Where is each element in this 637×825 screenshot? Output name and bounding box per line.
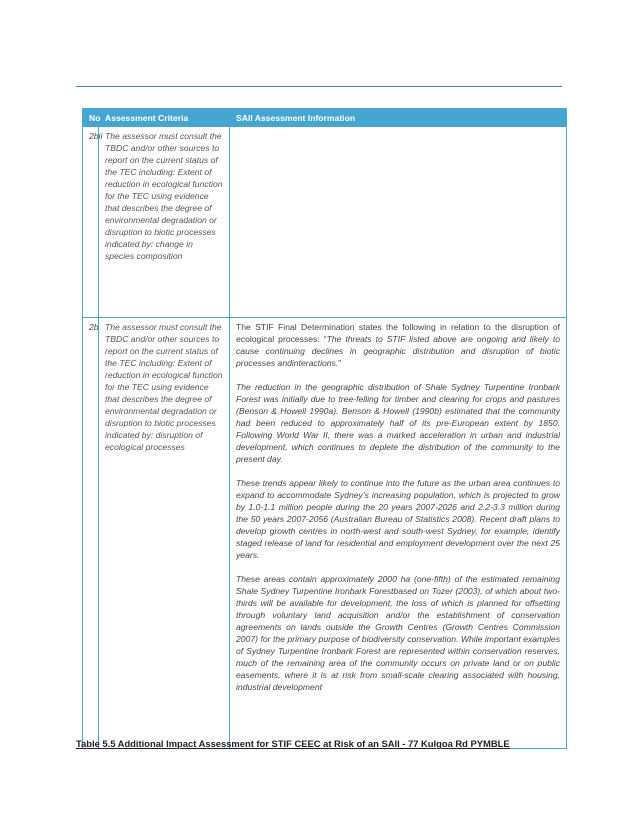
info-paragraph: These trends appear likely to continue i…: [236, 478, 560, 560]
quote-text: The threats to STIF listed above are ong…: [236, 334, 560, 368]
header-criteria: Assessment Criteria: [98, 108, 230, 127]
row-number: 2bii: [82, 126, 102, 318]
info-paragraph: These areas contain approximately 2000 h…: [236, 574, 560, 692]
intro-text: The STIF Final Determination states the …: [236, 322, 560, 344]
header-no: No: [82, 108, 100, 127]
criteria-cell: The assessor must consult the TBDC and/o…: [98, 126, 230, 318]
table-caption: Table 5.5 Additional Impact Assessment f…: [76, 738, 510, 749]
criteria-cell: The assessor must consult the TBDC and/o…: [98, 317, 230, 749]
assessment-table: No Assessment Criteria SAII Assessment I…: [82, 108, 567, 749]
table-row: 2bii The assessor must consult the TBDC …: [82, 126, 567, 318]
info-cell: The STIF Final Determination states the …: [229, 317, 567, 749]
info-intro-paragraph: The STIF Final Determination states the …: [236, 321, 560, 369]
table-header-row: No Assessment Criteria SAII Assessment I…: [82, 108, 567, 127]
header-info: SAII Assessment Information: [229, 108, 567, 127]
header-rule: [76, 86, 562, 87]
quote-close: ”: [338, 358, 342, 368]
info-cell-empty: [229, 126, 567, 318]
table-row: 2biii The assessor must consult the TBDC…: [82, 317, 567, 749]
row-number: 2biii: [82, 317, 99, 749]
info-paragraph: The reduction in the geographic distribu…: [236, 382, 560, 464]
